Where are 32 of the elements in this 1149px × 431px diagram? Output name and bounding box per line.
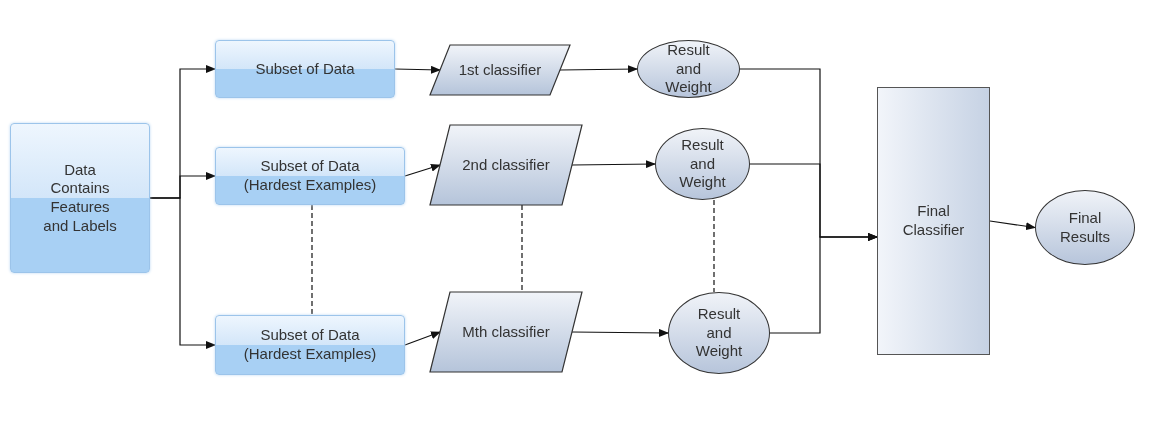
node-label: 1st classifier: [458, 60, 542, 80]
arrow: [571, 160, 656, 169]
node-label: Final Results: [1059, 208, 1111, 247]
classifier-parallelogram: [430, 292, 582, 372]
data-box: [10, 123, 150, 273]
dashed-connector: [521, 204, 523, 293]
arrow: [149, 197, 216, 349]
arrow: [404, 331, 441, 346]
arrow: [559, 65, 638, 74]
node-label: Subset of Data (Hardest Examples): [242, 157, 378, 195]
arrow: [394, 65, 441, 74]
data-box: [215, 40, 395, 98]
data-box: [215, 147, 405, 205]
node-label: Result and Weight: [694, 304, 744, 362]
data-box: [215, 315, 405, 375]
node-label: 2nd classifier: [462, 155, 550, 175]
classifier-parallelogram: [430, 45, 570, 95]
node-label: Data Contains Features and Labels: [42, 160, 118, 236]
node-label: Subset of Data: [255, 59, 355, 79]
classifier-parallelogram: [430, 125, 582, 205]
arrow: [989, 220, 1036, 231]
node-label: Final Classifier: [901, 202, 966, 240]
node-label: Subset of Data (Hardest Examples): [242, 326, 378, 364]
node-label: Result and Weight: [664, 40, 713, 98]
arrow: [571, 328, 669, 337]
final-classifier-box: [877, 87, 990, 355]
arrow: [769, 233, 878, 334]
node-label: Result and Weight: [678, 135, 727, 193]
arrow: [404, 163, 441, 177]
dashed-connector: [713, 199, 715, 293]
node-label: Mth classifier: [462, 322, 550, 342]
dashed-connector: [311, 204, 313, 316]
